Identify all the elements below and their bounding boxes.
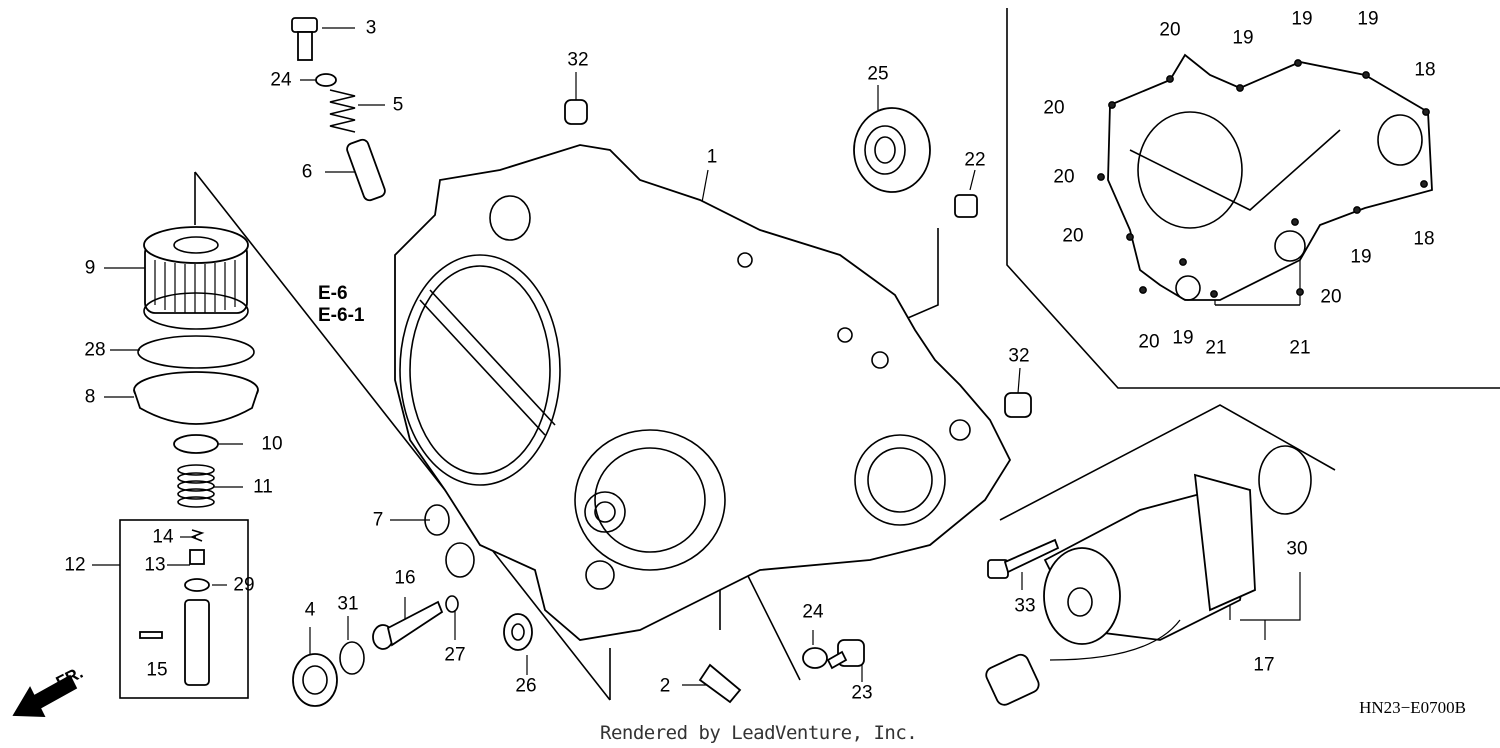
starter-connector — [985, 653, 1040, 706]
washer-31 — [339, 641, 365, 675]
rear-case-cover-outline — [394, 144, 1012, 641]
callout-27[interactable]: 27 — [444, 644, 466, 666]
cover-gasket — [1107, 53, 1433, 301]
callout-32-b[interactable]: 32 — [1008, 345, 1030, 367]
clamp-2 — [698, 663, 742, 704]
dowel-pin-32a — [564, 99, 588, 125]
callout-7[interactable]: 7 — [372, 509, 384, 531]
callout-13[interactable]: 13 — [144, 554, 166, 576]
washer-24b — [802, 647, 828, 669]
callout-15[interactable]: 15 — [146, 659, 168, 681]
callout-19-c[interactable]: 19 — [1357, 8, 1379, 30]
callout-29[interactable]: 29 — [233, 574, 255, 596]
o-ring-30 — [1258, 445, 1312, 515]
starter-motor — [1043, 473, 1256, 645]
seal-10 — [173, 434, 219, 454]
relief-valve-body — [184, 599, 210, 686]
filter-cover — [133, 371, 259, 425]
ref-e6-1[interactable]: E-6-1 — [318, 304, 365, 326]
callout-32-a[interactable]: 32 — [567, 49, 589, 71]
leader-lines — [92, 27, 1336, 701]
callout-20-a[interactable]: 20 — [1159, 19, 1181, 41]
bearing-25 — [853, 107, 931, 193]
callout-10[interactable]: 10 — [261, 433, 283, 455]
callout-1[interactable]: 1 — [706, 146, 718, 168]
callout-28[interactable]: 28 — [84, 339, 106, 361]
callout-22[interactable]: 22 — [964, 149, 986, 171]
callout-12[interactable]: 12 — [64, 554, 86, 576]
render-credit: Rendered by LeadVenture, Inc. — [600, 722, 918, 744]
valve-6 — [346, 138, 386, 202]
callout-25[interactable]: 25 — [867, 63, 889, 85]
oil-seal-26 — [503, 613, 533, 651]
callout-9[interactable]: 9 — [84, 257, 96, 279]
callout-30[interactable]: 30 — [1286, 538, 1308, 560]
callout-19-a[interactable]: 19 — [1232, 27, 1254, 49]
spring-5 — [329, 89, 356, 133]
callout-18-bottom[interactable]: 18 — [1413, 228, 1435, 250]
relief-valve-group-box — [119, 519, 249, 699]
ref-e6[interactable]: E-6 — [318, 283, 348, 304]
callout-8[interactable]: 8 — [84, 386, 96, 408]
crank-housing — [574, 429, 726, 571]
callout-19-e[interactable]: 19 — [1172, 327, 1194, 349]
dowel-pin-32b — [1004, 392, 1032, 418]
callout-20-e[interactable]: 20 — [1138, 331, 1160, 353]
plug-22 — [954, 194, 978, 218]
callout-17[interactable]: 17 — [1253, 654, 1275, 676]
callout-3[interactable]: 3 — [365, 17, 377, 39]
clutch-opening — [399, 254, 561, 486]
gasket-holes — [1097, 59, 1430, 298]
bolt-23 — [826, 639, 865, 670]
callout-11[interactable]: 11 — [253, 476, 273, 498]
callout-26[interactable]: 26 — [515, 675, 537, 697]
front-arrow-icon — [12, 674, 78, 717]
callout-18-top[interactable]: 18 — [1414, 59, 1436, 81]
starter-cable — [1049, 619, 1181, 661]
callout-23[interactable]: 23 — [851, 682, 873, 704]
callout-20-d[interactable]: 20 — [1062, 225, 1084, 247]
callout-2[interactable]: 2 — [659, 675, 671, 697]
inset-frame — [1006, 8, 1500, 389]
callout-24-a[interactable]: 24 — [270, 69, 292, 91]
callout-19-b[interactable]: 19 — [1291, 8, 1313, 30]
oil-filter — [143, 226, 249, 330]
washer-27 — [445, 595, 459, 613]
o-ring-7a — [424, 504, 450, 536]
bearing-bore — [854, 434, 946, 526]
bolt-3 — [291, 17, 318, 61]
callout-4[interactable]: 4 — [304, 599, 316, 621]
reference-labels[interactable]: E-6 E-6-1 — [318, 283, 364, 327]
o-ring-7b — [445, 542, 475, 578]
spring-11 — [177, 464, 215, 508]
diagram-code: HN23−E0700B — [1359, 698, 1466, 717]
bolt-16 — [372, 600, 444, 650]
o-ring-28 — [137, 335, 255, 369]
callout-19-d[interactable]: 19 — [1350, 246, 1372, 268]
callout-20-b[interactable]: 20 — [1043, 97, 1065, 119]
drain-bolt-4 — [292, 653, 338, 707]
callout-20-f[interactable]: 20 — [1320, 286, 1342, 308]
callout-21-b[interactable]: 21 — [1289, 337, 1311, 359]
callout-24-b[interactable]: 24 — [802, 601, 824, 623]
callout-6[interactable]: 6 — [301, 161, 313, 183]
bolt-33 — [987, 538, 1060, 579]
callout-21-a[interactable]: 21 — [1205, 337, 1227, 359]
callout-33[interactable]: 33 — [1014, 595, 1036, 617]
callout-31[interactable]: 31 — [337, 593, 359, 615]
callout-16[interactable]: 16 — [394, 567, 416, 589]
callout-20-c[interactable]: 20 — [1053, 166, 1075, 188]
callout-5[interactable]: 5 — [392, 94, 404, 116]
callout-14[interactable]: 14 — [152, 526, 174, 548]
